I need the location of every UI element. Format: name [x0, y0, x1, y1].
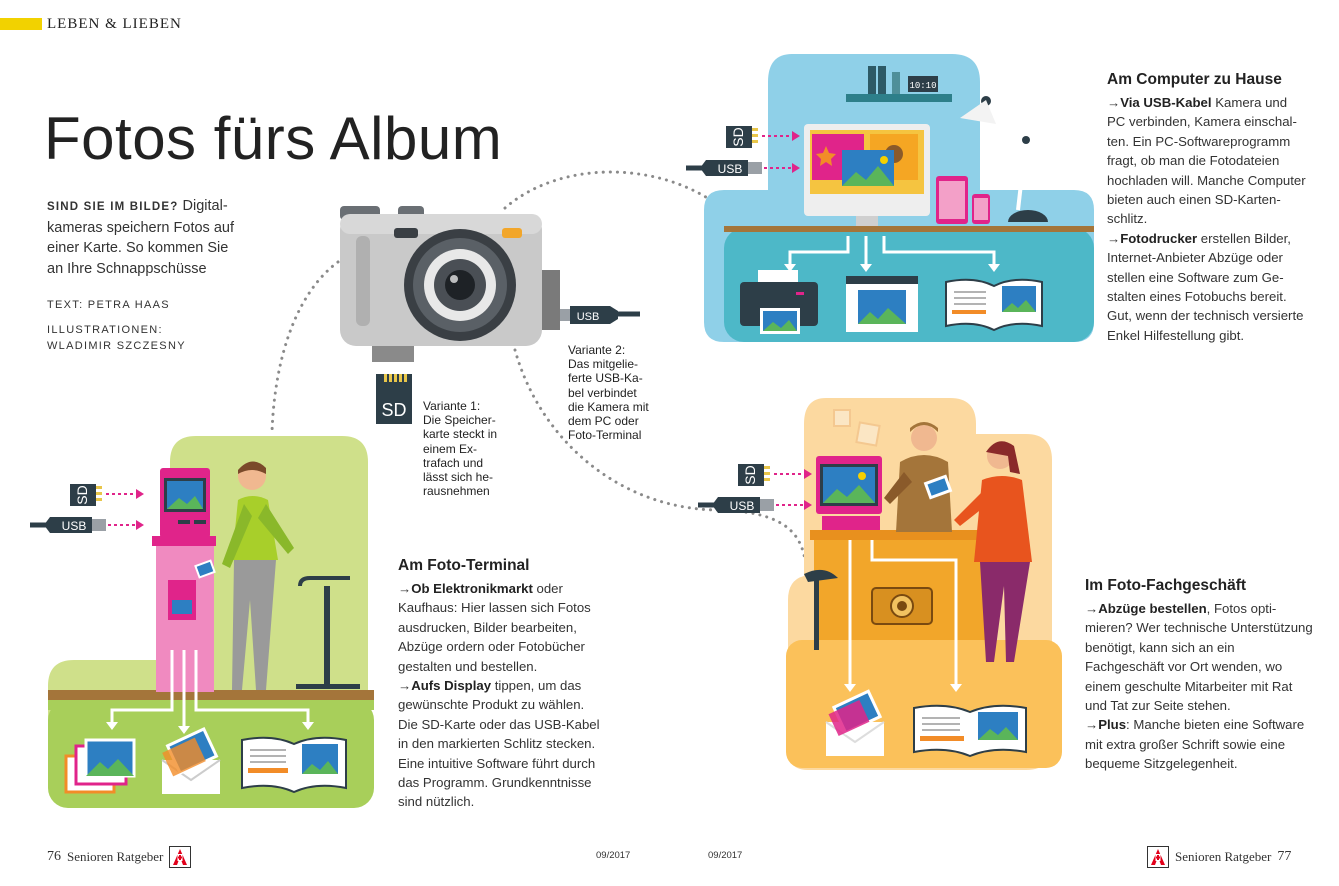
footer-left: 76 Senioren Ratgeber	[47, 846, 192, 868]
svg-text:USB: USB	[62, 519, 87, 533]
intro-text: SIND SIE IM BILDE? Digital­kameras speic…	[47, 196, 247, 279]
terminal-p1-bold: Ob Elektronikmarkt	[411, 581, 533, 596]
shop-p1-text: , Fotos opti­mieren? Wer technische Unte…	[1085, 601, 1313, 714]
intro-lead-caps: SIND SIE IM BILDE?	[47, 201, 179, 213]
shop-section: Im Foto-Fachgeschäft →Abzüge bestellen, …	[1085, 577, 1313, 774]
terminal-sd-usb-indicators: SD USB	[30, 484, 144, 533]
svg-text:SD: SD	[730, 127, 746, 146]
svg-text:SD: SD	[742, 465, 758, 484]
shop-heading: Im Foto-Fachgeschäft	[1085, 577, 1247, 594]
variant-2-title: Variante 2:	[568, 343, 626, 357]
terminal-p2-text: tippen, um das gewünschte Produkt zu wäh…	[398, 678, 600, 810]
shop-paragraph-2: →Plus: Manche bieten eine Soft­ware mit …	[1085, 717, 1305, 772]
computer-p2-text: erstellen Bilder, Internet-Anbieter Abzü…	[1107, 230, 1304, 343]
apotheke-logo-icon	[169, 846, 192, 868]
page-title: Fotos fürs Album	[44, 105, 503, 172]
sd-card-icon: SD	[376, 374, 412, 424]
magazine-name-left: Senioren Ratgeber	[67, 849, 164, 864]
section-label: LEBEN & LIEBEN	[47, 16, 182, 32]
shop-paragraph-1: →Abzüge bestellen, Fotos opti­mieren? We…	[1085, 601, 1313, 714]
computer-paragraph-1: →Via USB-Kabel Kamera und PC verbinden, …	[1107, 95, 1306, 227]
left-page-number: 76	[47, 849, 61, 864]
shop-body: →Abzüge bestellen, Fotos opti­mieren? We…	[1085, 599, 1313, 774]
variant-1-text: Die Speicher­karte steckt in einem Ex­tr…	[423, 413, 498, 499]
svg-text:USB: USB	[718, 162, 743, 176]
computer-heading: Am Computer zu Hause	[1107, 71, 1282, 88]
shop-p2-text: : Manche bieten eine Soft­ware mit extra…	[1085, 717, 1305, 772]
terminal-p2-bold: Aufs Display	[411, 678, 492, 694]
illustration-credit-name: WLADIMIR SZCZESNY	[47, 339, 186, 352]
variant-2-text: Das mitgelie­ferte USB-Ka­bel verbindet …	[568, 357, 649, 443]
computer-p1-bold: Via USB-Kabel	[1120, 95, 1212, 110]
terminal-paragraph-1: →Ob Elektronikmarkt oder Kaufhaus: Hier …	[398, 581, 591, 674]
computer-scene: 10:10	[704, 54, 1094, 342]
footer-right: Senioren Ratgeber 77	[1147, 846, 1291, 868]
computer-paragraph-2: →Fotodrucker erstellen Bilder, Internet-…	[1107, 230, 1304, 343]
terminal-section: Am Foto-Terminal →Ob Elektronikmarkt ode…	[398, 557, 603, 812]
camera-illustration	[340, 206, 560, 362]
computer-sd-usb-indicators: SD USB	[686, 126, 800, 176]
variant-1-title: Variante 1:	[423, 399, 481, 413]
svg-text:USB: USB	[577, 311, 600, 323]
usb-plug-icon: USB	[560, 306, 640, 324]
shop-scene	[786, 398, 1062, 770]
computer-p2-bold: Fotodrucker	[1120, 230, 1198, 246]
svg-text:10:10: 10:10	[909, 81, 936, 91]
terminal-paragraph-2: →Aufs Display tippen, um das gewünschte …	[398, 678, 600, 810]
variant-2-caption: Variante 2: Das mitgelie­ferte USB-Ka­be…	[568, 343, 650, 442]
terminal-scene	[48, 436, 374, 808]
illustration-credit: ILLUSTRATIONEN: WLADIMIR SZCZESNY	[47, 323, 186, 354]
dotted-connectors	[270, 170, 807, 562]
shop-p1-bold: Abzüge bestellen	[1098, 601, 1207, 616]
right-page-number: 77	[1277, 849, 1292, 864]
illustration-credit-label: ILLUSTRATIONEN:	[47, 324, 163, 336]
shop-sd-usb-indicators: SD USB	[698, 464, 812, 513]
computer-p1-text: Kamera und PC verbinden, Kamera einschal…	[1107, 95, 1306, 227]
svg-text:USB: USB	[730, 499, 755, 513]
sd-label: SD	[381, 400, 406, 420]
shop-p2-bold: Plus	[1098, 717, 1127, 733]
terminal-heading: Am Foto-Terminal	[398, 557, 530, 574]
magazine-name-right: Senioren Ratgeber	[1175, 849, 1272, 864]
intro-lead-text: Digital­kameras speichern Fotos auf eine…	[47, 198, 234, 277]
issue-right: 09/2017	[708, 850, 743, 861]
svg-text:SD: SD	[74, 485, 90, 504]
section-accent-bar	[0, 18, 42, 30]
text-credit: TEXT: PETRA HAAS	[47, 299, 170, 311]
issue-left: 09/2017	[596, 850, 631, 861]
computer-section: Am Computer zu Hause →Via USB-Kabel Kame…	[1107, 71, 1307, 345]
terminal-body: →Ob Elektronikmarkt oder Kaufhaus: Hier …	[398, 579, 603, 812]
computer-body: →Via USB-Kabel Kamera und PC verbinden, …	[1107, 93, 1307, 345]
apotheke-logo-icon	[1147, 846, 1169, 868]
variant-1-caption: Variante 1: Die Speicher­karte steckt in…	[423, 399, 505, 498]
terminal-p1-text: oder Kaufhaus: Hier lassen sich Fotos au…	[398, 581, 591, 674]
